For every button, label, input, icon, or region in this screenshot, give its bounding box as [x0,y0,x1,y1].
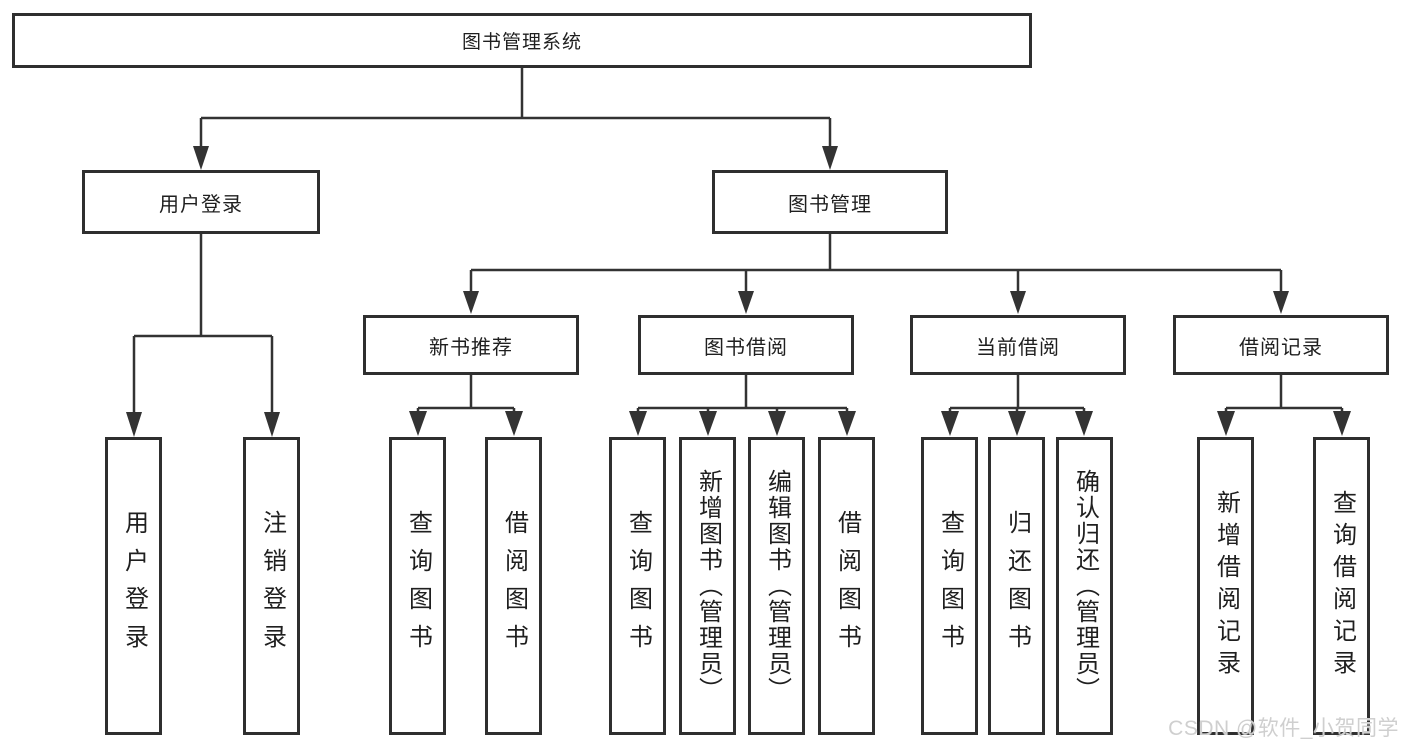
leaf-bb-add-book-admin: 新增图书（管理员） [679,437,736,735]
node-borrowing-records: 借阅记录 [1173,315,1389,375]
leaf-rec-query-borrow-record: 查询借阅记录 [1313,437,1370,735]
leaf-cb-return-books: 归还图书 [988,437,1045,735]
leaf-nr-query-books: 查询图书 [389,437,446,735]
leaf-label: 确认归还（管理员） [1071,469,1099,703]
node-library-management-system: 图书管理系统 [12,13,1032,68]
node-new-book-recommendation: 新书推荐 [363,315,579,375]
node-book-borrowing: 图书借阅 [638,315,854,375]
node-label: 当前借阅 [976,336,1060,359]
leaf-label: 借阅图书 [833,510,861,662]
leaf-label: 借阅图书 [500,510,528,662]
node-user-login: 用户登录 [82,170,320,234]
leaf-label: 新增图书（管理员） [694,469,722,703]
node-label: 图书管理系统 [461,32,582,53]
leaf-label: 归还图书 [1003,510,1031,662]
leaf-bb-query-books: 查询图书 [609,437,666,735]
leaf-user-login: 用户登录 [105,437,162,735]
node-label: 新书推荐 [429,336,513,359]
watermark-text: CSDN @软件_小贺同学 [1168,717,1399,740]
leaf-label: 查询图书 [624,510,652,662]
leaf-nr-borrow-books: 借阅图书 [485,437,542,735]
node-label: 图书借阅 [704,336,788,359]
node-current-borrowing: 当前借阅 [910,315,1126,375]
leaf-cb-query-books: 查询图书 [921,437,978,735]
leaf-label: 查询借阅记录 [1328,490,1356,682]
leaf-label: 注销登录 [258,510,286,662]
leaf-label: 用户登录 [120,510,148,662]
leaf-label: 查询图书 [936,510,964,662]
leaf-logout: 注销登录 [243,437,300,735]
node-label: 图书管理 [788,193,872,216]
leaf-cb-confirm-return-admin: 确认归还（管理员） [1056,437,1113,735]
leaf-bb-edit-book-admin: 编辑图书（管理员） [748,437,805,735]
node-book-management: 图书管理 [712,170,948,234]
node-label: 用户登录 [159,193,243,216]
leaf-label: 编辑图书（管理员） [763,469,791,703]
leaf-bb-borrow-books: 借阅图书 [818,437,875,735]
node-label: 借阅记录 [1239,336,1323,359]
leaf-label: 新增借阅记录 [1212,490,1240,682]
arrowheads [126,146,1351,437]
leaf-rec-add-borrow-record: 新增借阅记录 [1197,437,1254,735]
leaf-label: 查询图书 [404,510,432,662]
